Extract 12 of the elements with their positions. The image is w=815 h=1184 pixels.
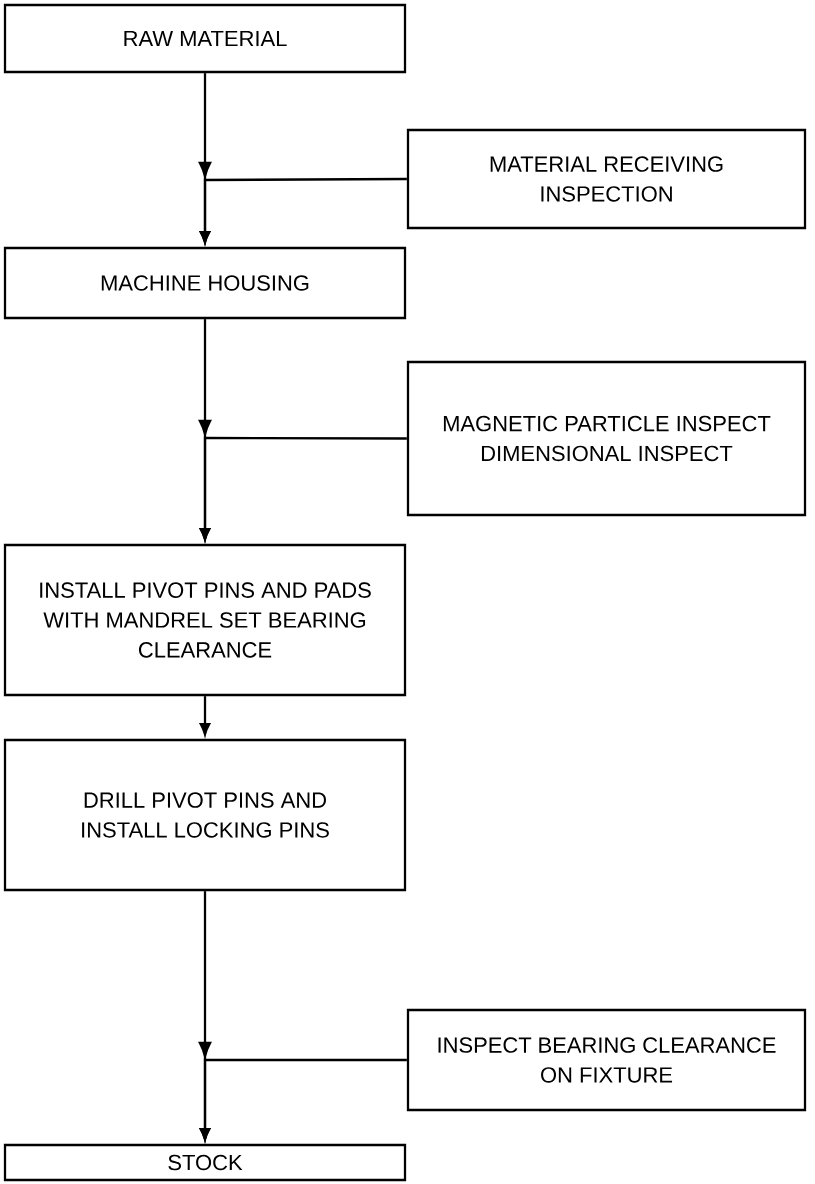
inspection-box: MAGNETIC PARTICLE INSPECT DIMENSIONAL INSPECT xyxy=(406,360,807,517)
process-box: DRILL PIVOT PINS AND INSTALL LOCKING PINS xyxy=(3,738,407,892)
arrow xyxy=(199,696,211,736)
arrow xyxy=(198,161,407,244)
process-box: STOCK xyxy=(3,1143,407,1182)
arrow xyxy=(198,1041,407,1141)
process-box: INSTALL PIVOT PINS AND PADS WITH MANDREL SET BEARING CLEARANCE xyxy=(3,543,407,697)
inspection-box: INSPECT BEARING CLEARANCE ON FIXTURE xyxy=(406,1008,807,1112)
process-box: RAW MATERIAL xyxy=(3,3,407,74)
inspection-box: MATERIAL RECEIVING INSPECTION xyxy=(406,128,807,230)
arrow xyxy=(198,419,407,541)
process-box: MACHINE HOUSING xyxy=(3,246,407,320)
